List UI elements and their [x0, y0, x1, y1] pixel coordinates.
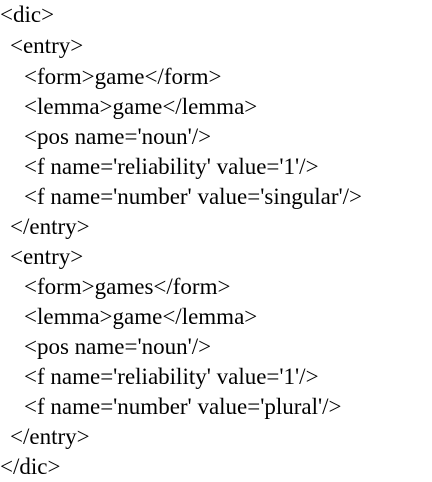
- form-line: <form>game</form>: [24, 64, 222, 89]
- entry-close-tag: </entry>: [10, 424, 90, 449]
- form-line: <form>games</form>: [24, 274, 231, 299]
- entry-open-tag: <entry>: [10, 33, 84, 58]
- pos-line: <pos name='noun'/>: [24, 124, 212, 149]
- reliability-line: <f name='reliability' value='1'/>: [24, 154, 319, 179]
- entry-close-tag: </entry>: [10, 214, 90, 239]
- reliability-line: <f name='reliability' value='1'/>: [24, 364, 319, 389]
- dic-close-tag: </dic>: [0, 454, 61, 479]
- number-line: <f name='number' value='plural'/>: [24, 394, 342, 419]
- lemma-line: <lemma>game</lemma>: [24, 304, 258, 329]
- number-line: <f name='number' value='singular'/>: [24, 184, 362, 209]
- pos-line: <pos name='noun'/>: [24, 334, 212, 359]
- lemma-line: <lemma>game</lemma>: [24, 94, 258, 119]
- entry-open-tag: <entry>: [10, 244, 84, 269]
- dic-open-tag: <dic>: [0, 2, 55, 27]
